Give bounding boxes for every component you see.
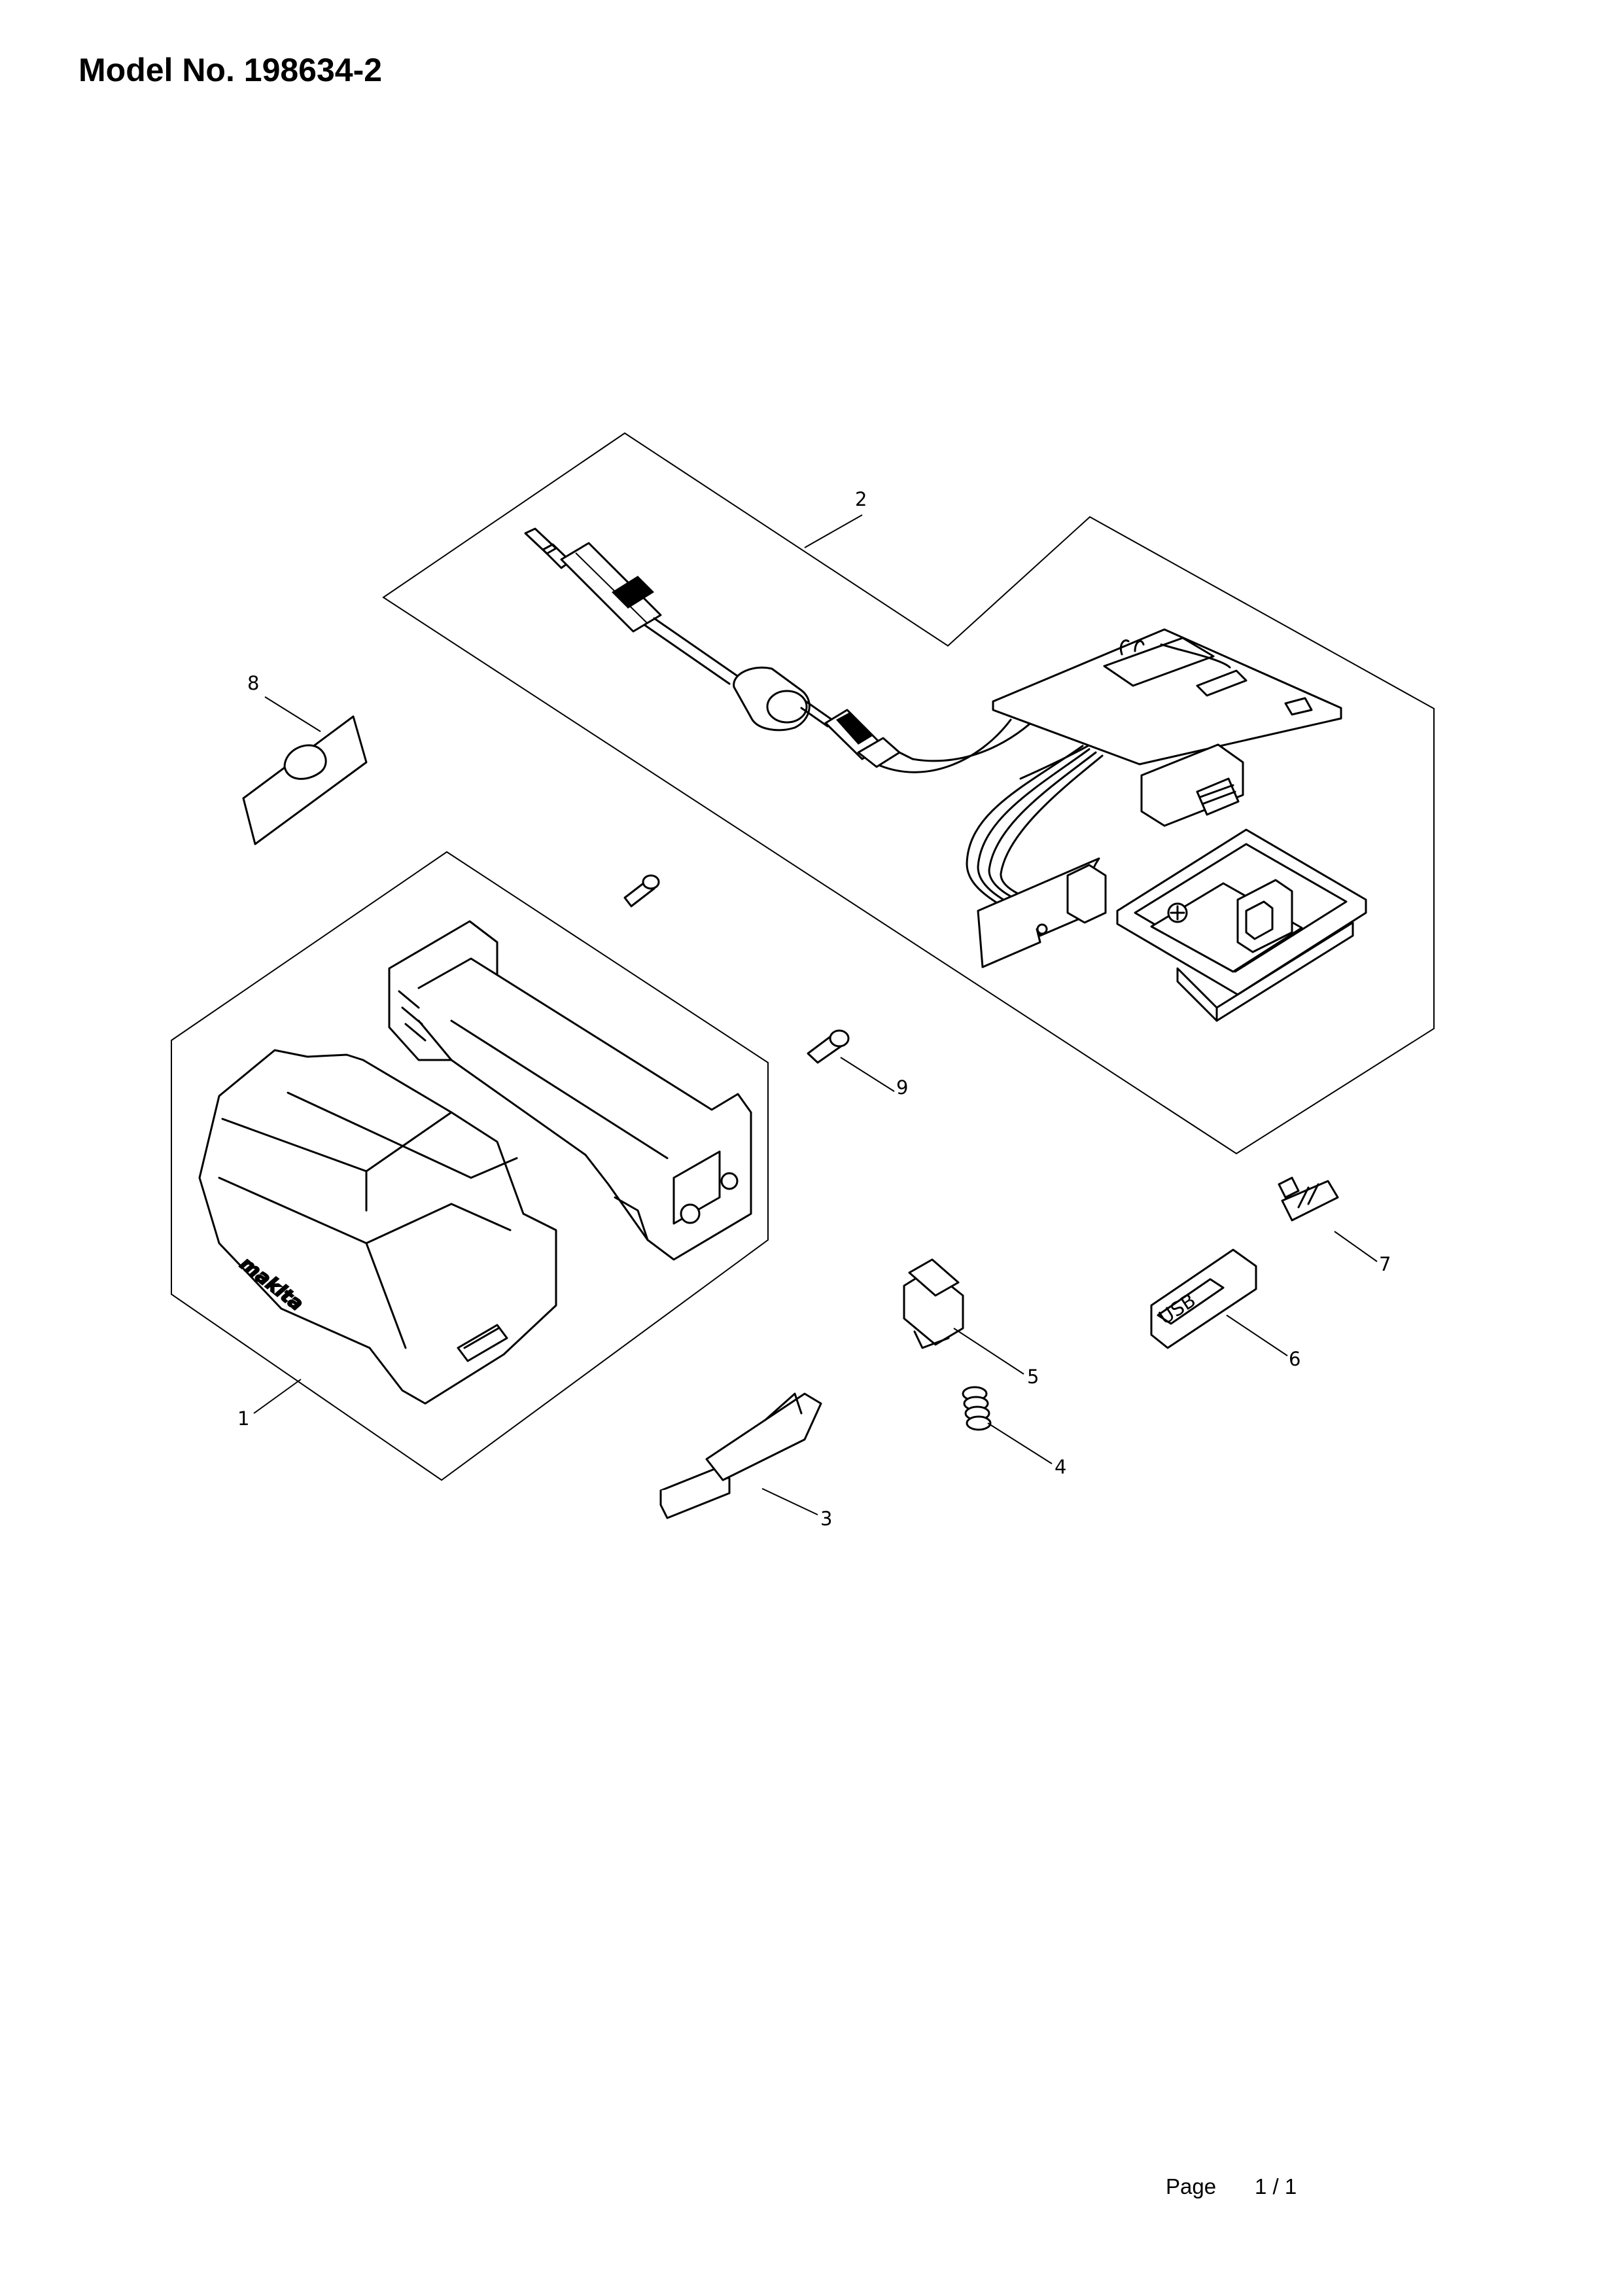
callout-1: 1 xyxy=(237,1407,249,1430)
page-title: Model No. 198634-2 xyxy=(79,52,383,88)
screw-upper xyxy=(623,874,660,908)
board-holder xyxy=(1140,743,1244,827)
lever-part xyxy=(659,1392,822,1519)
assembly-2-boundary xyxy=(382,432,1435,1155)
callout-4: 4 xyxy=(1055,1456,1066,1478)
leader-lines xyxy=(253,514,1378,1515)
screw-lower xyxy=(807,1029,850,1064)
callout-3: 3 xyxy=(820,1508,832,1530)
callout-9: 9 xyxy=(896,1076,908,1099)
callout-6: 6 xyxy=(1289,1348,1300,1370)
terminal-block xyxy=(1116,828,1367,1022)
cord-assembly xyxy=(524,527,1100,780)
spring-part xyxy=(962,1386,992,1431)
small-cap-part xyxy=(1278,1176,1339,1222)
callout-2: 2 xyxy=(855,488,867,510)
housing-group-boundary xyxy=(171,851,769,1481)
callout-7: 7 xyxy=(1379,1253,1391,1275)
usb-cover-part: USB xyxy=(1150,1248,1257,1349)
callout-5: 5 xyxy=(1027,1366,1039,1388)
housing-back-half xyxy=(388,920,752,1261)
page-number: 1 / 1 xyxy=(1255,2174,1297,2199)
page-label: Page xyxy=(1166,2174,1217,2199)
terminal-plate xyxy=(977,857,1107,968)
callout-8: 8 xyxy=(247,672,259,694)
lock-button-part xyxy=(903,1258,964,1349)
circuit-board xyxy=(992,628,1342,766)
label-part xyxy=(242,715,368,845)
